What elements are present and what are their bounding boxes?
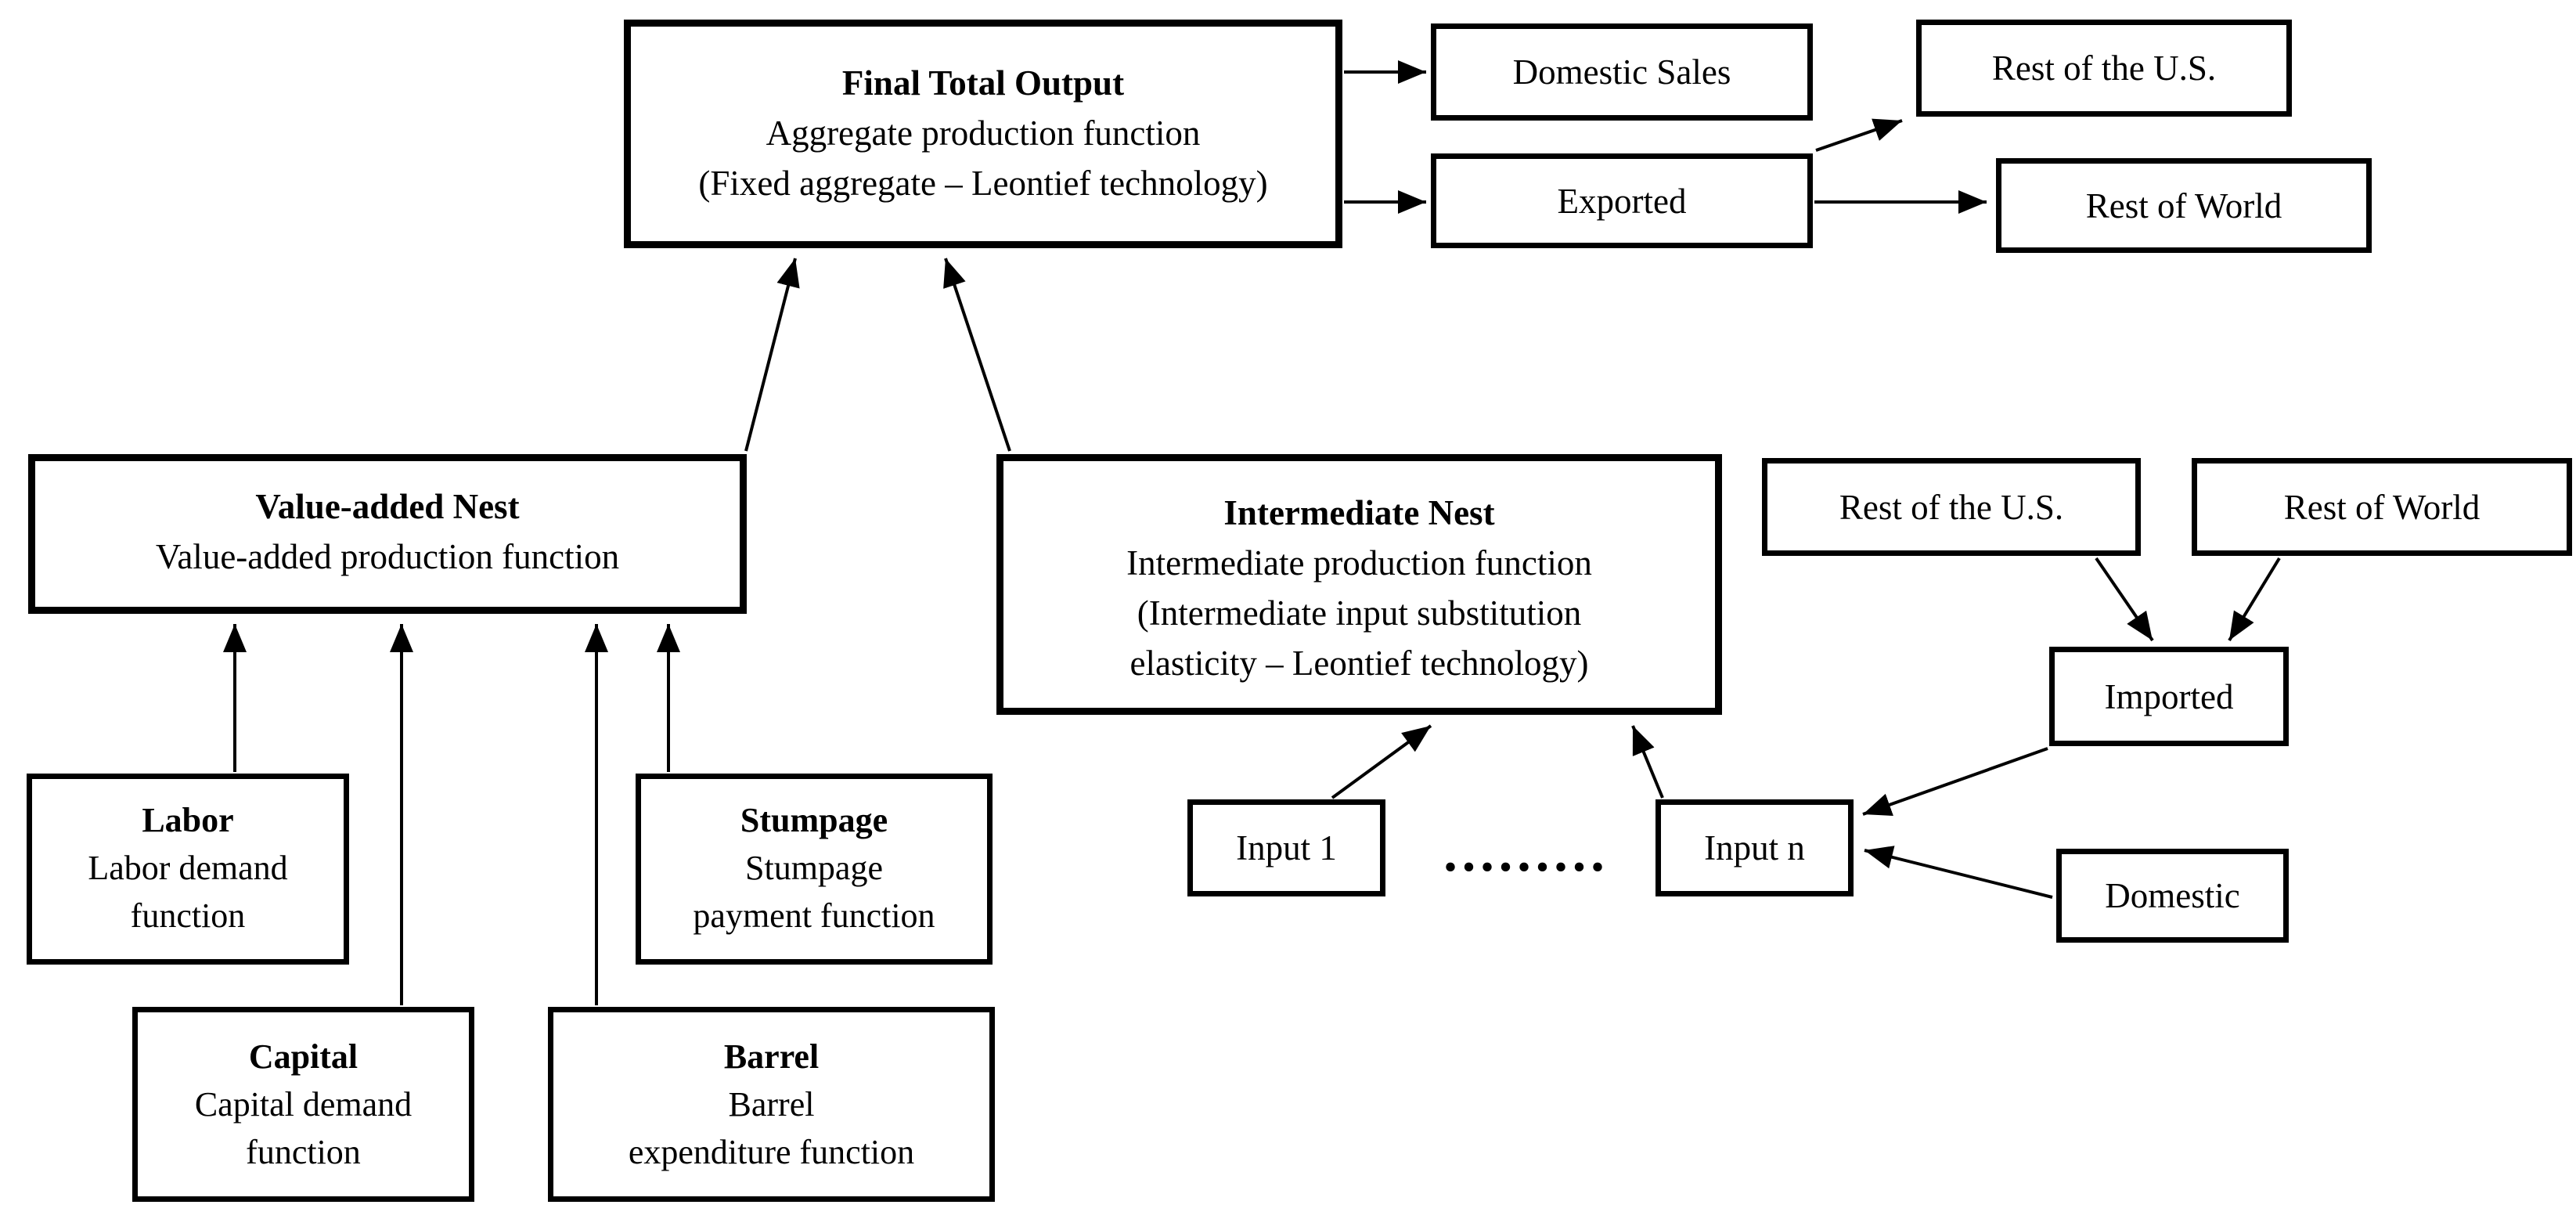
node-title: Input 1: [1236, 828, 1337, 867]
node-title: Domestic Sales: [1512, 52, 1731, 92]
node-title: Labor: [142, 801, 234, 839]
node-title: Domestic: [2105, 876, 2240, 915]
node-rest-of-world-top: Rest of World: [1996, 158, 2372, 253]
node-stumpage: Stumpage Stumpage payment function: [636, 774, 993, 965]
node-title: Imported: [2104, 676, 2234, 716]
node-line: (Fixed aggregate – Leontief technology): [698, 164, 1268, 203]
node-title: Rest of World: [2085, 186, 2282, 225]
node-domestic-sales: Domestic Sales: [1431, 23, 1813, 121]
node-title: Final Total Output: [841, 63, 1125, 103]
node-title: Rest of World: [2283, 487, 2481, 527]
arrow-intermediate-to-final: [943, 258, 1011, 452]
node-title: Exported: [1557, 181, 1687, 221]
node-title: Input n: [1704, 828, 1805, 867]
node-line: elasticity – Leontief technology): [1129, 644, 1589, 683]
node-input-1: Input 1: [1187, 799, 1385, 896]
node-final-total-output: Final Total Output Aggregate production …: [624, 20, 1342, 248]
node-title: Value-added Nest: [255, 487, 520, 526]
node-title: Stumpage: [740, 801, 888, 839]
node-capital: Capital Capital demand function: [132, 1007, 474, 1202]
arrow-rest-world-right-to-imported: [2228, 557, 2281, 642]
node-line: Barrel: [728, 1085, 815, 1124]
node-line: Stumpage: [745, 849, 883, 887]
node-line: Labor demand: [88, 849, 288, 887]
node-rest-of-the-us-right: Rest of the U.S.: [1762, 458, 2141, 556]
node-title: Capital: [248, 1037, 358, 1076]
node-line: Capital demand: [194, 1085, 413, 1124]
node-line: function: [130, 896, 246, 935]
arrow-rest-us-right-to-imported: [2095, 557, 2154, 642]
node-line: Intermediate production function: [1126, 543, 1592, 583]
node-title: Intermediate Nest: [1223, 493, 1495, 532]
node-labor: Labor Labor demand function: [27, 774, 349, 965]
node-line: function: [246, 1133, 361, 1171]
node-line: expenditure function: [628, 1133, 915, 1171]
node-exported: Exported: [1431, 153, 1813, 248]
node-line: (Intermediate input substitution: [1137, 593, 1582, 633]
node-value-added-nest: Value-added Nest Value-added production …: [28, 454, 747, 614]
arrow-domestic-to-inputn: [1864, 846, 2053, 899]
node-title: Barrel: [723, 1037, 820, 1076]
arrow-exported-to-rest-us-top: [1815, 118, 1903, 152]
ellipsis-dots: .........: [1443, 823, 1609, 883]
node-line: Aggregate production function: [766, 114, 1201, 153]
node-title: Rest of the U.S.: [1839, 487, 2064, 527]
node-imported: Imported: [2049, 647, 2289, 746]
node-input-n: Input n: [1655, 799, 1854, 896]
node-intermediate-nest: Intermediate Nest Intermediate productio…: [996, 454, 1722, 715]
node-rest-of-world-right: Rest of World: [2192, 458, 2572, 556]
node-line: payment function: [693, 896, 935, 935]
node-line: Value-added production function: [155, 537, 620, 576]
arrow-imported-to-inputn: [1862, 747, 2048, 817]
node-domestic: Domestic: [2056, 849, 2289, 943]
arrow-input1-to-intermediate: [1331, 724, 1432, 799]
node-rest-of-the-us-top: Rest of the U.S.: [1916, 20, 2292, 117]
arrow-value-added-to-final: [744, 258, 800, 452]
node-barrel: Barrel Barrel expenditure function: [548, 1007, 995, 1202]
arrow-inputn-to-intermediate: [1631, 725, 1664, 799]
node-title: Rest of the U.S.: [1991, 49, 2217, 88]
